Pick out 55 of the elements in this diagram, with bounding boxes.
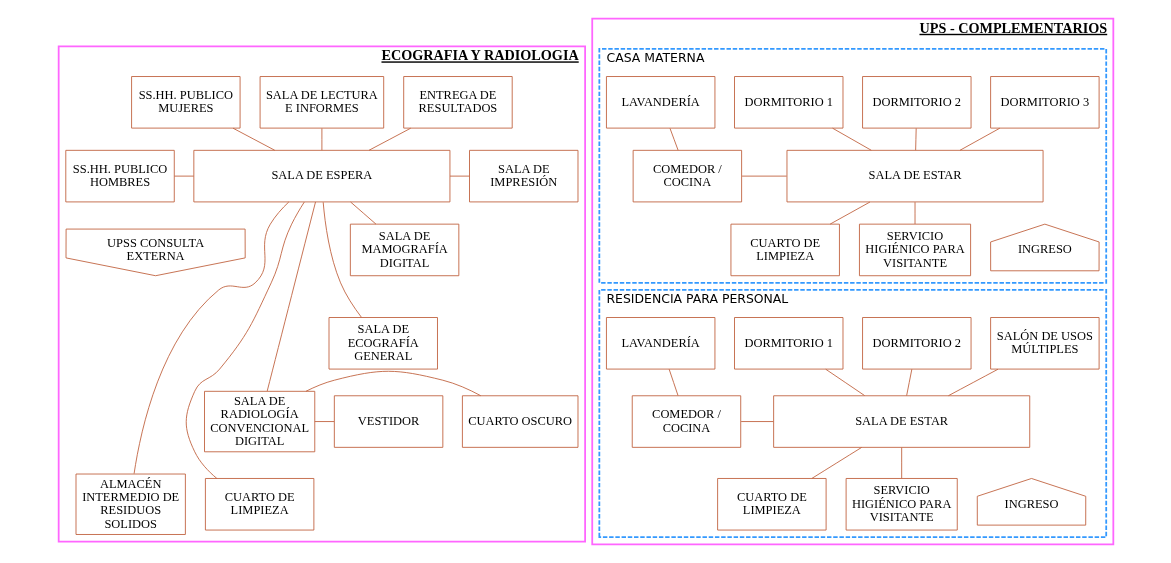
connector — [305, 370, 481, 397]
node-box: CUARTO DE LIMPIEZA — [730, 223, 840, 277]
node-box: SALÓN DE USOS MÚLTIPLES — [989, 317, 1100, 370]
connector — [811, 446, 862, 479]
connector — [959, 127, 1000, 151]
node-box: SALA DE LECTURA E INFORMES — [259, 76, 384, 129]
connector — [266, 201, 316, 392]
connector — [368, 127, 411, 151]
node-box: CUARTO DE LIMPIEZA — [716, 478, 827, 531]
connector — [829, 201, 870, 225]
node-box: DORMITORIO 2 — [861, 317, 971, 370]
connector — [449, 175, 470, 177]
node-box: CUARTO OSCURO — [461, 395, 578, 448]
connector — [322, 201, 362, 318]
connector — [741, 175, 787, 177]
connector — [831, 127, 872, 151]
node-box: LAVANDERÍA — [605, 76, 715, 129]
node-box: SALA DE ECOGRAFÍA GENERAL — [328, 317, 438, 370]
connector — [313, 421, 335, 422]
node-box: SALA DE ESTAR — [786, 149, 1044, 203]
connector — [740, 421, 774, 422]
node-box: COMEDOR / COCINA — [631, 395, 741, 448]
node-box: SALA DE ESPERA — [192, 149, 450, 203]
node-box: DORMITORIO 1 — [733, 76, 843, 129]
connector — [349, 201, 376, 225]
node-box: SERVICIO HIGIÉNICO PARA VISITANTE — [845, 478, 958, 531]
node-box: SALA DE RADIOLOGÍA CONVENCIONAL DIGITAL — [203, 390, 315, 453]
node-box: CUARTO DE LIMPIEZA — [204, 478, 314, 531]
node-box: SS.HH. PUBLICO MUJERES — [130, 76, 241, 129]
node-box: VESTIDOR — [333, 395, 443, 448]
connector — [185, 201, 305, 479]
connector — [320, 127, 322, 151]
connector — [824, 368, 865, 396]
connector — [173, 175, 194, 177]
connector — [668, 368, 678, 396]
node-box: SALA DE ESTAR — [772, 395, 1030, 448]
connector — [669, 127, 679, 151]
connector — [232, 127, 275, 151]
connector — [914, 201, 915, 225]
node-box: SALA DE IMPRESIÓN — [468, 149, 578, 203]
node-box: SALA DE MAMOGRAFÍA DIGITAL — [349, 223, 459, 277]
node-box: LAVANDERÍA — [605, 317, 715, 370]
connector — [133, 201, 289, 475]
node-box: DORMITORIO 1 — [733, 317, 843, 370]
node-box: ALMACÉN INTERMEDIO DE RESIDUOS SOLIDOS — [75, 473, 186, 535]
node-box: SERVICIO HIGIÉNICO PARA VISITANTE — [858, 223, 971, 277]
node-box: DORMITORIO 2 — [861, 76, 971, 129]
node-box: ENTREGA DE RESULTADOS — [402, 76, 513, 129]
node-box: SS.HH. PUBLICO HOMBRES — [64, 149, 175, 203]
connector — [914, 127, 917, 151]
connector — [947, 368, 998, 397]
connector — [905, 368, 912, 396]
node-box: DORMITORIO 3 — [989, 76, 1100, 129]
connector — [900, 447, 902, 479]
node-box: COMEDOR / COCINA — [632, 149, 742, 203]
